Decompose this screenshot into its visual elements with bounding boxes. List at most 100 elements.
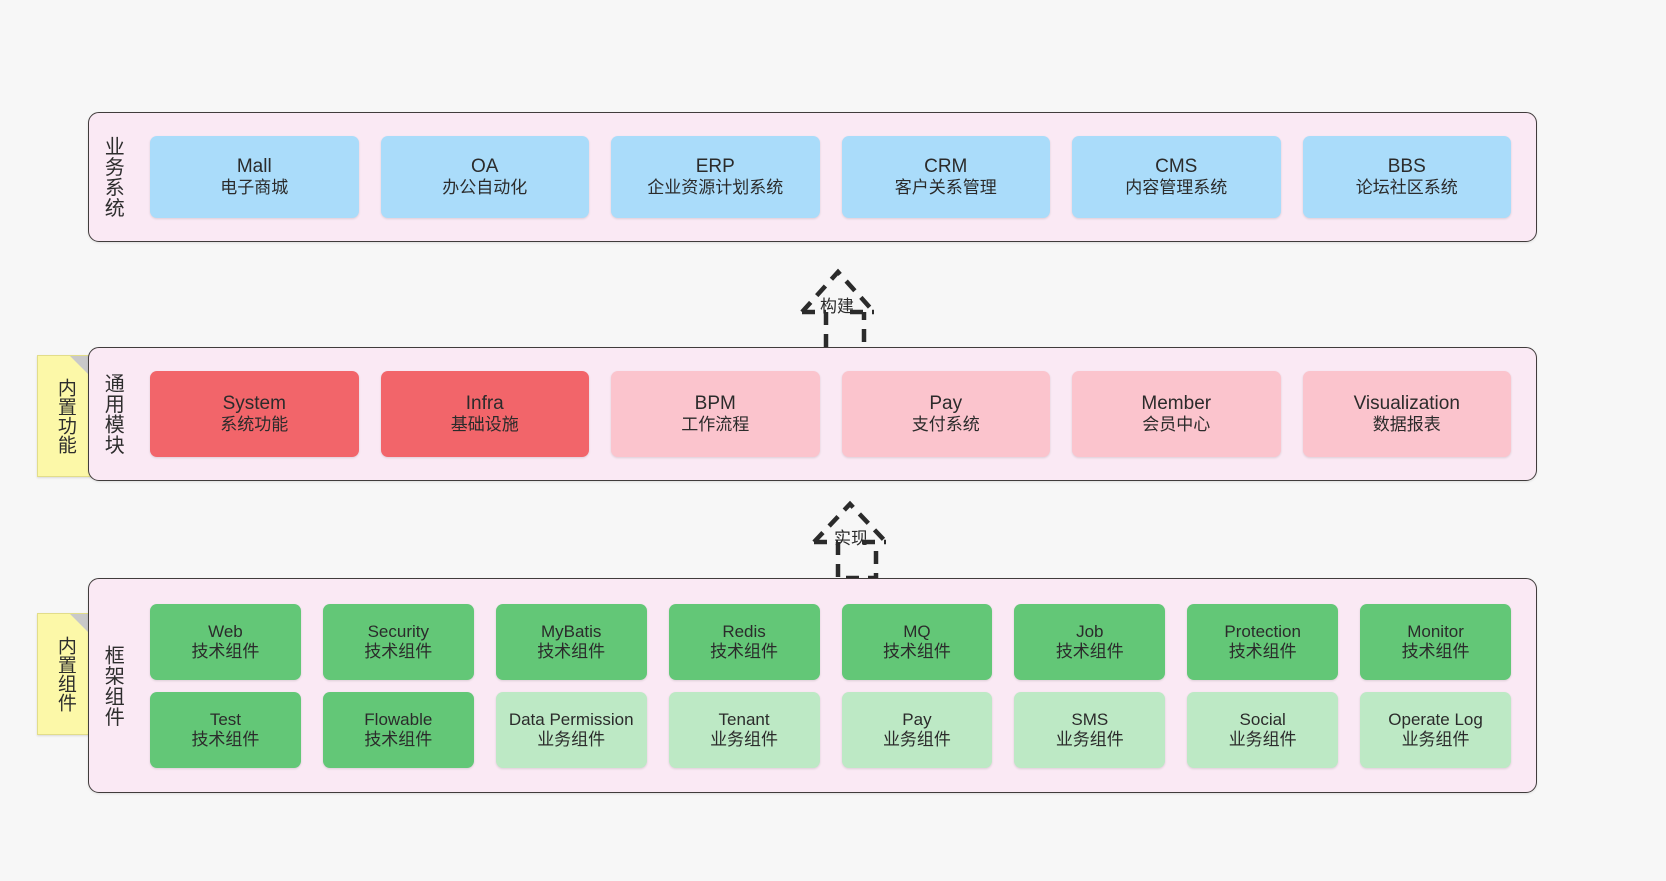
framework-box-mq[interactable]: MQ 技术组件 xyxy=(841,603,993,680)
layer-modules-body: System 系统功能 Infra 基础设施 BPM 工作流程 Pay 支付系统… xyxy=(135,348,1536,480)
framework-row-business: Test 技术组件 Flowable 技术组件 Data Permission … xyxy=(139,691,1522,768)
framework-box-security[interactable]: Security 技术组件 xyxy=(322,603,474,680)
module-box-infra-en: Infra xyxy=(465,393,504,415)
framework-box-social-cn: 业务组件 xyxy=(1228,729,1297,749)
note-fold-corner-icon xyxy=(70,356,92,378)
module-box-member[interactable]: Member 会员中心 xyxy=(1072,371,1281,457)
framework-box-operate-log-en: Operate Log xyxy=(1388,709,1483,729)
business-box-cms-cn: 内容管理系统 xyxy=(1125,178,1228,198)
module-box-visualization[interactable]: Visualization 数据报表 xyxy=(1302,371,1511,457)
framework-box-flowable-cn: 技术组件 xyxy=(364,729,433,749)
layer-business-title: 业务系统 xyxy=(101,136,124,218)
business-box-mall[interactable]: Mall 电子商城 xyxy=(150,136,359,218)
framework-box-sms-cn: 业务组件 xyxy=(1055,729,1124,749)
note-builtin-component-label: 内置组件 xyxy=(54,636,76,712)
module-box-member-en: Member xyxy=(1141,393,1212,415)
framework-box-protection-cn: 技术组件 xyxy=(1228,641,1297,661)
framework-box-monitor[interactable]: Monitor 技术组件 xyxy=(1360,603,1511,680)
framework-box-operate-log[interactable]: Operate Log 业务组件 xyxy=(1360,691,1511,768)
module-box-member-cn: 会员中心 xyxy=(1142,415,1211,435)
framework-box-security-en: Security xyxy=(367,621,430,641)
connector-build-label: 构建 xyxy=(820,297,854,316)
layer-framework-body: Web 技术组件 Security 技术组件 MyBatis 技术组件 Redi… xyxy=(135,579,1536,792)
module-box-pay-en: Pay xyxy=(929,393,963,415)
framework-box-mq-en: MQ xyxy=(903,621,931,641)
framework-box-security-cn: 技术组件 xyxy=(364,641,433,661)
module-box-infra[interactable]: Infra 基础设施 xyxy=(380,371,589,457)
framework-box-job[interactable]: Job 技术组件 xyxy=(1014,603,1166,680)
business-box-bbs-cn: 论坛社区系统 xyxy=(1355,178,1458,198)
module-box-visualization-cn: 数据报表 xyxy=(1372,415,1441,435)
framework-box-operate-log-cn: 业务组件 xyxy=(1401,729,1470,749)
framework-row-technical: Web 技术组件 Security 技术组件 MyBatis 技术组件 Redi… xyxy=(139,603,1522,680)
business-box-oa[interactable]: OA 办公自动化 xyxy=(380,136,589,218)
business-box-erp-cn: 企业资源计划系统 xyxy=(647,178,784,198)
module-box-pay-cn: 支付系统 xyxy=(911,415,980,435)
module-box-bpm-en: BPM xyxy=(694,393,736,415)
connector-implement-label: 实现 xyxy=(834,529,868,548)
module-box-bpm-cn: 工作流程 xyxy=(681,415,750,435)
framework-box-pay-en: Pay xyxy=(902,709,932,729)
framework-box-tenant-cn: 业务组件 xyxy=(710,729,779,749)
framework-box-test[interactable]: Test 技术组件 xyxy=(150,691,301,768)
business-box-oa-en: OA xyxy=(471,156,499,178)
framework-box-data-permission[interactable]: Data Permission 业务组件 xyxy=(495,691,647,768)
business-box-oa-cn: 办公自动化 xyxy=(442,178,528,198)
business-box-cms[interactable]: CMS 内容管理系统 xyxy=(1072,136,1281,218)
framework-box-test-cn: 技术组件 xyxy=(191,729,260,749)
connector-build-icon xyxy=(800,268,876,355)
framework-box-mq-cn: 技术组件 xyxy=(882,641,951,661)
layer-business-systems: 业务系统 Mall 电子商城 OA 办公自动化 ERP 企业资源计划系统 CRM… xyxy=(88,112,1537,242)
business-box-mall-cn: 电子商城 xyxy=(220,178,289,198)
framework-box-tenant[interactable]: Tenant 业务组件 xyxy=(668,691,820,768)
module-box-visualization-en: Visualization xyxy=(1353,393,1460,415)
framework-box-pay[interactable]: Pay 业务组件 xyxy=(841,691,993,768)
business-box-crm[interactable]: CRM 客户关系管理 xyxy=(841,136,1050,218)
framework-box-web-cn: 技术组件 xyxy=(191,641,260,661)
framework-box-monitor-cn: 技术组件 xyxy=(1401,641,1470,661)
business-box-erp[interactable]: ERP 企业资源计划系统 xyxy=(611,136,820,218)
framework-box-protection[interactable]: Protection 技术组件 xyxy=(1187,603,1339,680)
framework-box-protection-en: Protection xyxy=(1224,621,1301,641)
note-builtin-function: 内置功能 xyxy=(37,355,93,477)
framework-box-pay-cn: 业务组件 xyxy=(882,729,951,749)
framework-box-mybatis-en: MyBatis xyxy=(540,621,602,641)
business-box-bbs-en: BBS xyxy=(1387,156,1426,178)
framework-box-mybatis[interactable]: MyBatis 技术组件 xyxy=(495,603,647,680)
framework-box-social[interactable]: Social 业务组件 xyxy=(1187,691,1339,768)
framework-box-data-permission-cn: 业务组件 xyxy=(537,729,606,749)
framework-box-web-en: Web xyxy=(208,621,243,641)
module-box-pay[interactable]: Pay 支付系统 xyxy=(841,371,1050,457)
framework-box-redis[interactable]: Redis 技术组件 xyxy=(668,603,820,680)
business-box-cms-en: CMS xyxy=(1155,156,1198,178)
layer-business-body: Mall 电子商城 OA 办公自动化 ERP 企业资源计划系统 CRM 客户关系… xyxy=(135,113,1536,241)
module-box-system[interactable]: System 系统功能 xyxy=(150,371,359,457)
framework-box-job-cn: 技术组件 xyxy=(1055,641,1124,661)
framework-box-test-en: Test xyxy=(209,709,242,729)
framework-box-sms[interactable]: SMS 业务组件 xyxy=(1014,691,1166,768)
framework-box-data-permission-en: Data Permission xyxy=(508,709,634,729)
module-box-infra-cn: 基础设施 xyxy=(450,415,519,435)
framework-box-job-en: Job xyxy=(1076,621,1104,641)
framework-box-flowable[interactable]: Flowable 技术组件 xyxy=(322,691,474,768)
layer-modules-title: 通用模块 xyxy=(101,373,124,455)
module-box-system-en: System xyxy=(222,393,286,415)
business-box-crm-cn: 客户关系管理 xyxy=(894,178,997,198)
framework-box-tenant-en: Tenant xyxy=(718,709,770,729)
business-box-crm-en: CRM xyxy=(924,156,968,178)
note-fold-corner-icon-2 xyxy=(70,614,92,636)
framework-box-flowable-en: Flowable xyxy=(364,709,433,729)
framework-box-web[interactable]: Web 技术组件 xyxy=(150,603,301,680)
framework-box-social-en: Social xyxy=(1239,709,1286,729)
module-box-bpm[interactable]: BPM 工作流程 xyxy=(611,371,820,457)
business-box-bbs[interactable]: BBS 论坛社区系统 xyxy=(1302,136,1511,218)
framework-box-monitor-en: Monitor xyxy=(1407,621,1464,641)
framework-box-redis-en: Redis xyxy=(722,621,766,641)
module-box-system-cn: 系统功能 xyxy=(220,415,289,435)
layer-framework-components: 框架组件 Web 技术组件 Security 技术组件 MyBatis 技术组件… xyxy=(88,578,1537,793)
layer-framework-title: 框架组件 xyxy=(101,644,124,727)
business-box-erp-en: ERP xyxy=(695,156,735,178)
connector-build xyxy=(790,258,910,356)
framework-box-sms-en: SMS xyxy=(1071,709,1109,729)
business-box-mall-en: Mall xyxy=(236,156,272,178)
